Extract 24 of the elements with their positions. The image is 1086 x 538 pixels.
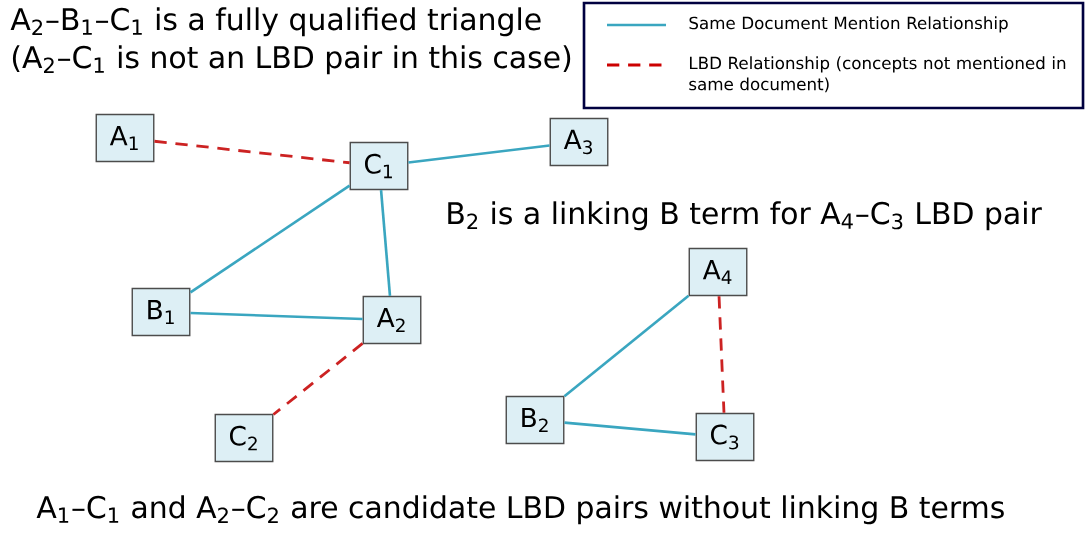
- connector: [272, 342, 364, 416]
- connector: [408, 144, 550, 164]
- connector: [564, 421, 696, 436]
- connector: [379, 190, 392, 296]
- term-box: A$_{1}$: [95, 113, 155, 163]
- term-box: A$_{4}$: [688, 247, 748, 297]
- connector: [190, 311, 363, 321]
- term-box: A$_{2}$: [362, 295, 422, 345]
- caption-text: (A$_{2}$–C$_{1}$ is not an LBD pair in this case): [12, 45, 571, 75]
- connector: [563, 294, 690, 398]
- caption-text: A$_{2}$–B$_{1}$–C$_{1}$ is a fully qualified triangle: [10, 7, 541, 37]
- connector: [154, 139, 350, 165]
- term-box: C$_{1}$: [349, 141, 409, 191]
- connector: [717, 296, 726, 413]
- legend-entry: LBD Relationship (concepts not mentioned in same document): [607, 56, 1066, 93]
- term-box: C$_{2}$: [214, 413, 274, 463]
- caption-text: B$_{2}$ is a linking B term for A$_{4}$–C$_{3}$ LBD pair: [448, 201, 1042, 231]
- term-box: C$_{3}$: [695, 412, 755, 462]
- term-box: A$_{3}$: [549, 117, 609, 167]
- legend-entry: Same Document Mention Relationship: [607, 16, 1008, 33]
- term-box: B$_{1}$: [131, 287, 191, 337]
- term-box: B$_{2}$: [505, 395, 565, 445]
- connector: [189, 184, 351, 294]
- caption-text: A$_{1}$–C$_{1}$ and A$_{2}$–C$_{2}$ are candidate LBD pairs without linking B terms: [36, 495, 1004, 525]
